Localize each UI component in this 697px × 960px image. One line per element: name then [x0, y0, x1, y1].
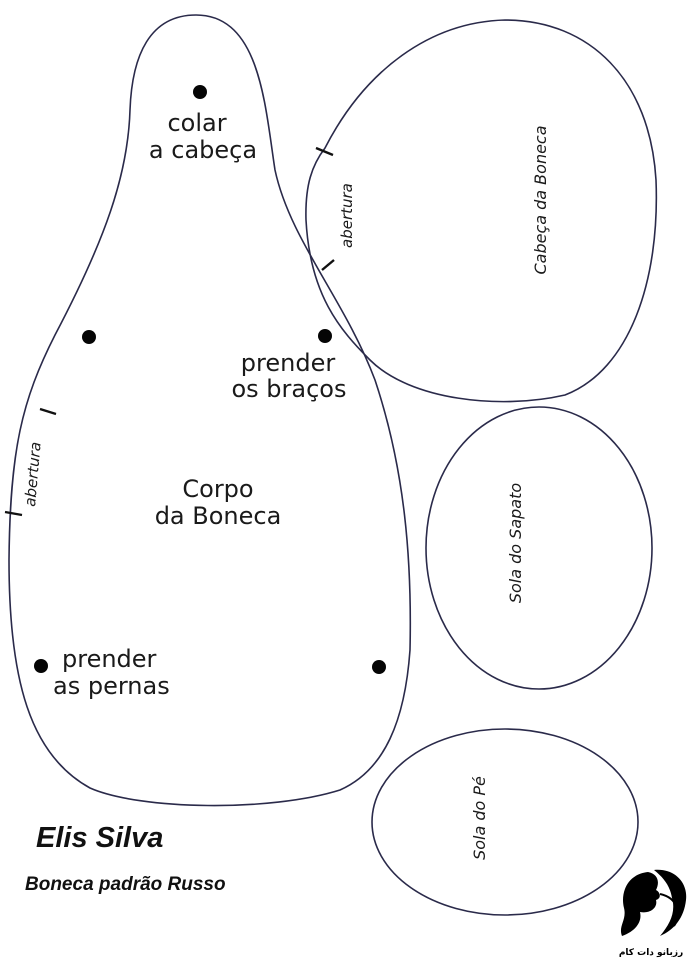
- arm-attach-dot-left: [82, 330, 96, 344]
- head-title: Cabeça da Boneca: [531, 125, 550, 274]
- head-opening-mark-top: [315, 146, 334, 157]
- pattern-subtitle: Boneca padrão Russo: [25, 874, 226, 895]
- body-opening-mark-bottom: [4, 510, 23, 517]
- leg-attach-dot-left: [34, 659, 48, 673]
- head-attach-dot: [193, 85, 207, 99]
- head-opening-label: abertura: [338, 183, 356, 248]
- author-credit: Elis Silva: [36, 822, 164, 854]
- foot-sole-outline: [371, 728, 639, 916]
- arms-note-line2: os braços: [231, 375, 346, 403]
- body-piece: abertura colar a cabeça prender os braço…: [4, 14, 412, 807]
- body-title-line1: Corpo: [182, 475, 253, 503]
- head-outline: [305, 19, 658, 403]
- arms-note-line1: prender: [241, 349, 336, 377]
- arm-attach-dot-right: [318, 329, 332, 343]
- shoe-sole-title: Sola do Sapato: [506, 483, 525, 604]
- watermark-logo: رزبانو دات کام: [608, 864, 694, 960]
- shoe-sole-piece: Sola do Sapato: [425, 406, 653, 690]
- head-opening-mark-bottom: [321, 259, 335, 271]
- legs-note-line2: as pernas: [53, 672, 170, 700]
- body-outline: [8, 14, 412, 807]
- foot-sole-piece: Sola do Pé: [371, 728, 639, 916]
- leg-attach-dot-right: [372, 660, 386, 674]
- head-piece: abertura Cabeça da Boneca: [305, 19, 658, 403]
- head-note-line2: a cabeça: [149, 136, 257, 164]
- body-opening-label: abertura: [21, 441, 45, 507]
- watermark-text: رزبانو دات کام: [618, 948, 684, 958]
- shoe-sole-outline: [425, 406, 653, 690]
- woman-silhouette-icon: [620, 869, 687, 936]
- body-title-line2: da Boneca: [155, 502, 282, 530]
- head-note-line1: colar: [167, 109, 226, 137]
- foot-sole-title: Sola do Pé: [470, 776, 489, 860]
- legs-note-line1: prender: [62, 645, 157, 673]
- body-opening-mark-top: [39, 407, 57, 416]
